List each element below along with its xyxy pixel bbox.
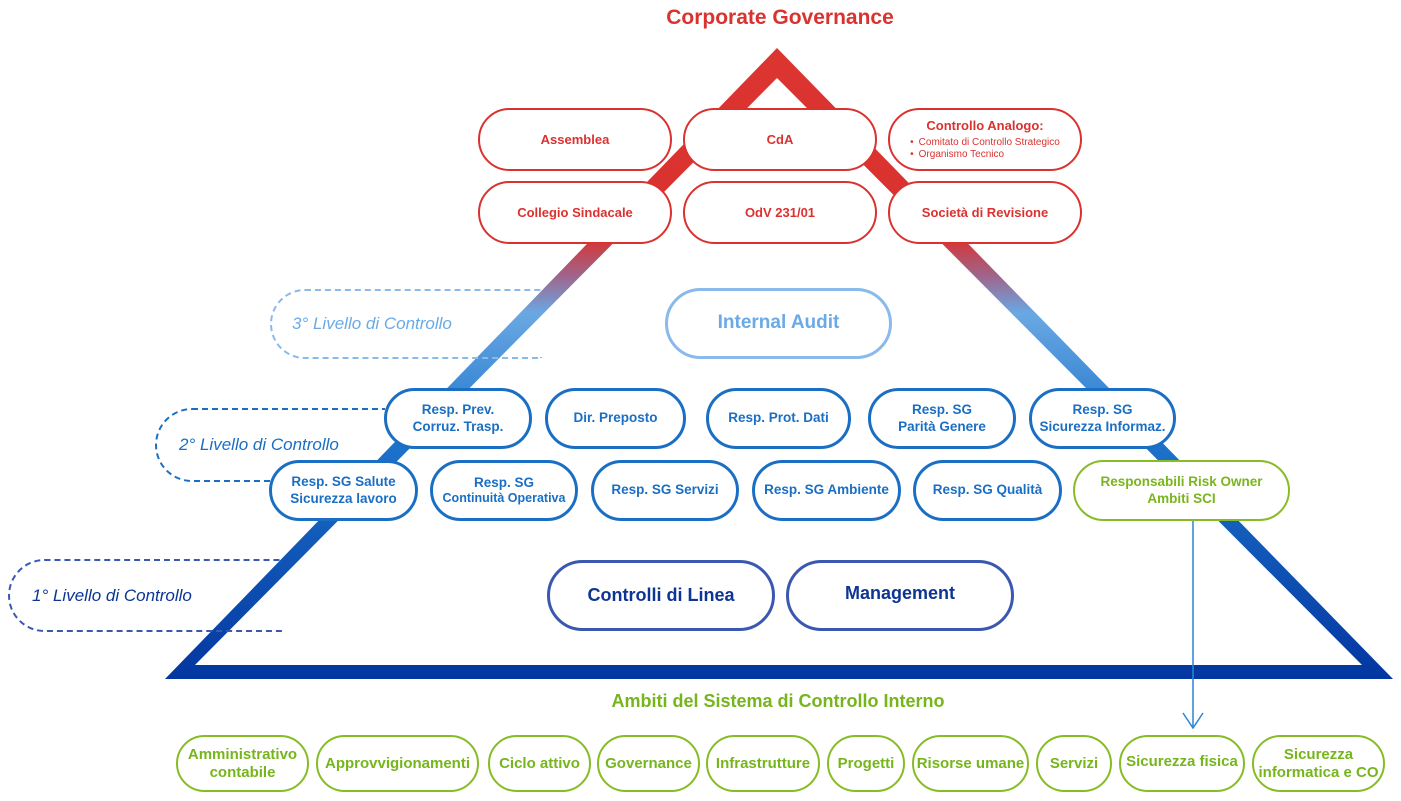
- ambito-box-sicurezza-fisica: Sicurezza fisica: [1119, 735, 1245, 792]
- box-label-line1: Sicurezza fisica: [1126, 752, 1238, 770]
- box-label-line1: Progetti: [837, 754, 895, 772]
- governance-box-odv: OdV 231/01: [683, 181, 877, 244]
- level1-label: 1° Livello di Controllo: [32, 585, 192, 605]
- box-label-line1: Servizi: [1049, 754, 1099, 772]
- ambito-box-governance: Governance: [597, 735, 700, 792]
- box-label-line1: Resp. SG: [911, 402, 973, 418]
- governance-box-controllo-analogo: Controllo Analogo: Comitato di Controllo…: [888, 108, 1082, 171]
- box-label-line1: Resp. SG Salute: [291, 474, 396, 490]
- box-label-line1: Risorse umane: [916, 754, 1025, 772]
- controllo-analogo-item: Organismo Tecnico: [910, 149, 1060, 161]
- controllo-analogo-item: Comitato di Controllo Strategico: [910, 137, 1060, 149]
- level2-box-resp-sg-parita-genere: Resp. SG Parità Genere: [868, 388, 1016, 449]
- box-label-line1: Resp. SG Servizi: [611, 482, 719, 498]
- box-label: Società di Revisione: [921, 204, 1049, 220]
- box-label: Collegio Sindacale: [517, 204, 633, 220]
- box-label-line1: Governance: [605, 754, 692, 772]
- level2-box-resp-prev-corruz: Resp. Prev. Corruz. Trasp.: [384, 388, 532, 449]
- ambito-box-ciclo-attivo: Ciclo attivo: [488, 735, 591, 792]
- controllo-analogo-title: Controllo Analogo:: [926, 118, 1044, 134]
- box-label: Assemblea: [540, 131, 610, 147]
- box-label-line1: Amministrativo: [187, 745, 298, 763]
- level2-box-resp-sg-sicurezza-informaz: Resp. SG Sicurezza Informaz.: [1029, 388, 1176, 449]
- box-label-line1: Ciclo attivo: [499, 754, 580, 772]
- box-label-line1: Responsabili Risk Owner: [1100, 474, 1263, 490]
- level3-label: 3° Livello di Controllo: [292, 314, 452, 333]
- box-label-line1: Resp. Prev.: [421, 402, 495, 418]
- box-label-line2: Corruz. Trasp.: [412, 418, 504, 434]
- box-label-line2: Continuità Operativa: [442, 491, 566, 506]
- box-label-line2: Sicurezza Informaz.: [1039, 418, 1166, 434]
- ambito-box-infrastrutture: Infrastrutture: [706, 735, 820, 792]
- box-label-line1: Sicurezza: [1283, 745, 1354, 763]
- box-label: Management: [844, 582, 956, 603]
- level2-box-resp-sg-qualita: Resp. SG Qualità: [913, 460, 1062, 521]
- controllo-analogo-list: Comitato di Controllo Strategico Organis…: [910, 137, 1060, 161]
- box-label-line1: Resp. SG: [473, 474, 535, 490]
- box-label-line1: Dir. Preposto: [573, 410, 658, 426]
- level1-box-management: Management: [786, 560, 1014, 631]
- box-label-line1: Approvvigionamenti: [324, 754, 470, 772]
- box-label-line2: informatica e CO: [1258, 763, 1379, 781]
- box-label-line2: contabile: [209, 763, 276, 781]
- level2-label: 2° Livello di Controllo: [179, 435, 339, 454]
- box-label-line2: Ambiti SCI: [1147, 490, 1216, 506]
- ambito-box-sicurezza-informatica: Sicurezza informatica e CO: [1252, 735, 1385, 792]
- arrow-down-icon: [1182, 712, 1204, 730]
- box-label-line1: Infrastrutture: [715, 754, 811, 772]
- level2-box-risk-owner: Responsabili Risk Owner Ambiti SCI: [1073, 460, 1290, 521]
- ambiti-title: Ambiti del Sistema di Controllo Interno: [611, 691, 945, 711]
- level2-box-dir-preposto: Dir. Preposto: [545, 388, 686, 449]
- governance-box-societa-revisione: Società di Revisione: [888, 181, 1082, 244]
- ambito-box-approvvigionamenti: Approvvigionamenti: [316, 735, 479, 792]
- box-label-line1: Resp. SG: [1072, 402, 1133, 418]
- level3-box-internal-audit: Internal Audit: [665, 288, 892, 359]
- box-label-line2: Parità Genere: [898, 418, 986, 434]
- level2-box-resp-sg-servizi: Resp. SG Servizi: [591, 460, 739, 521]
- box-label: CdA: [766, 131, 794, 147]
- box-label: OdV 231/01: [744, 204, 816, 220]
- ambito-box-progetti: Progetti: [827, 735, 905, 792]
- governance-box-collegio-sindacale: Collegio Sindacale: [478, 181, 672, 244]
- level2-box-resp-sg-salute: Resp. SG Salute Sicurezza lavoro: [269, 460, 418, 521]
- level2-box-resp-sg-continuita: Resp. SG Continuità Operativa: [430, 460, 578, 521]
- governance-box-assemblea: Assemblea: [478, 108, 672, 171]
- box-label: Internal Audit: [717, 312, 840, 334]
- level1-box-controlli-di-linea: Controlli di Linea: [547, 560, 775, 631]
- box-label: Controlli di Linea: [587, 584, 735, 605]
- ambito-box-servizi: Servizi: [1036, 735, 1112, 792]
- box-label-line1: Resp. SG Qualità: [932, 482, 1043, 498]
- diagram-title: Corporate Governance: [666, 6, 894, 29]
- box-label-line1: Resp. SG Ambiente: [764, 482, 889, 498]
- level2-box-resp-prot-dati: Resp. Prot. Dati: [706, 388, 851, 449]
- level2-box-resp-sg-ambiente: Resp. SG Ambiente: [752, 460, 901, 521]
- governance-box-cda: CdA: [683, 108, 877, 171]
- ambito-box-risorse-umane: Risorse umane: [912, 735, 1029, 792]
- level1-label-frame: 1° Livello di Controllo: [8, 559, 282, 632]
- ambito-box-amministrativo-contabile: Amministrativo contabile: [176, 735, 309, 792]
- box-label-line1: Resp. Prot. Dati: [728, 410, 829, 426]
- box-label-line2: Sicurezza lavoro: [290, 490, 397, 506]
- level3-label-frame: 3° Livello di Controllo: [270, 289, 542, 359]
